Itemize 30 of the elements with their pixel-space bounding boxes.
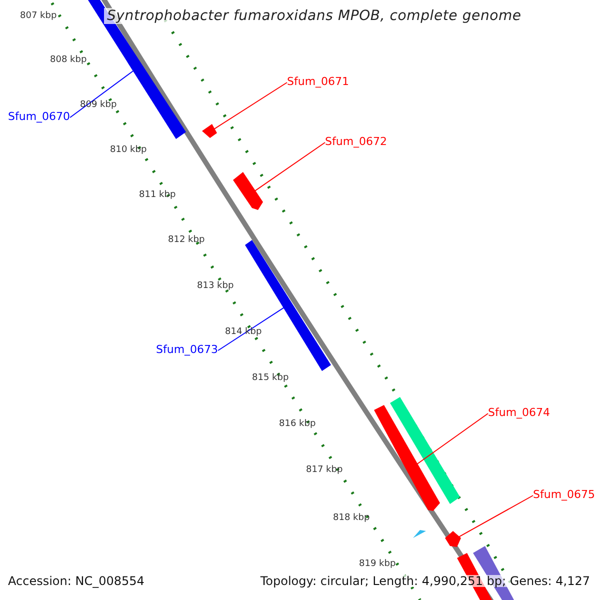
- accession-text: Accession: NC_008554: [8, 575, 144, 587]
- leader-line: [70, 70, 134, 118]
- gene-feature: [202, 124, 217, 138]
- tick-label: 819 kbp: [359, 560, 396, 569]
- leader-line: [458, 495, 534, 538]
- gene-label: Sfum_0675: [533, 489, 596, 500]
- gene-feature: [233, 172, 263, 210]
- gene-feature: [445, 531, 461, 547]
- genome-info-text: Topology: circular; Length: 4,990,251 bp; Genes: 4,127: [260, 575, 590, 587]
- gene-label: Sfum_0670: [8, 111, 70, 122]
- tick-label: 814 kbp: [225, 328, 262, 337]
- tick-label: 818 kbp: [333, 514, 370, 523]
- tick-label: 811 kbp: [139, 191, 176, 200]
- tick-label: 812 kbp: [168, 236, 205, 245]
- leader-line: [218, 307, 284, 351]
- tick-label: 807 kbp: [20, 12, 57, 21]
- tick-label: 817 kbp: [306, 466, 343, 475]
- gene-label: Sfum_0671: [287, 76, 350, 87]
- gene-label: Sfum_0674: [488, 407, 550, 418]
- gene-feature: [374, 405, 440, 511]
- tick-label: 816 kbp: [279, 420, 316, 429]
- triangle-marker: [413, 530, 426, 538]
- gene-bar: [390, 397, 460, 504]
- leader-line: [416, 413, 488, 464]
- tick-label: 813 kbp: [197, 282, 234, 291]
- leader-line: [214, 82, 288, 130]
- gene-bar: [245, 240, 331, 371]
- leader-line: [254, 142, 326, 192]
- gene-label: Sfum_0672: [325, 136, 388, 147]
- gene-label: Sfum_0673: [156, 344, 218, 355]
